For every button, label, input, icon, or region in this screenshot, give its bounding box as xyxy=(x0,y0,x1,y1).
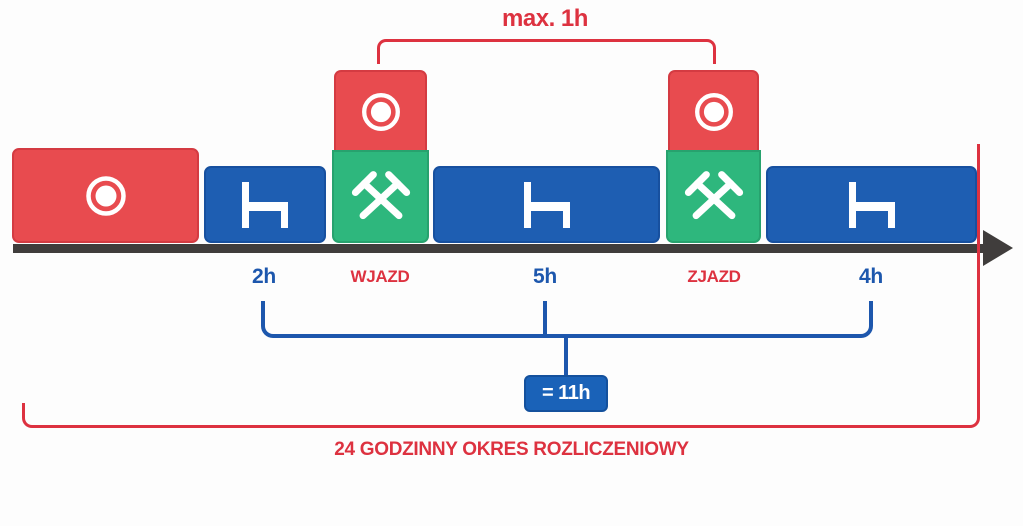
tachograph-icon xyxy=(85,175,126,216)
sum-bracket-mid-tick xyxy=(543,301,547,338)
max-1h-bracket xyxy=(377,39,716,64)
tachograph-icon xyxy=(694,92,733,131)
sum-total-badge: = 11h xyxy=(524,375,608,412)
bed-icon xyxy=(848,181,895,228)
period-end-line xyxy=(977,144,980,412)
duration-label-4h: 4h xyxy=(859,265,883,288)
driving-block-stacked-zjazd xyxy=(668,70,759,151)
sum-bracket-drop-line xyxy=(564,336,568,377)
driving-block xyxy=(12,148,199,243)
crossed-hammers-icon xyxy=(684,170,743,219)
period-bracket xyxy=(22,403,980,428)
timeline-arrowhead-icon xyxy=(983,230,1013,266)
bed-icon xyxy=(523,181,570,228)
duration-label-2h: 2h xyxy=(252,265,276,288)
bed-icon xyxy=(242,181,288,228)
sum-bracket xyxy=(261,301,873,338)
mine-exit-block xyxy=(666,150,761,243)
rest-block-2h xyxy=(204,166,326,243)
period-caption: 24 GODZINNY OKRES ROZLICZENIOWY xyxy=(334,439,689,460)
mine-entry-block xyxy=(332,150,429,243)
wjazd-label: WJAZD xyxy=(350,267,410,286)
duration-label-5h: 5h xyxy=(533,265,557,288)
max-1h-label: max. 1h xyxy=(502,5,588,32)
zjazd-label: ZJAZD xyxy=(687,267,741,286)
driving-block-stacked-wjazd xyxy=(334,70,427,151)
rest-block-5h xyxy=(433,166,660,243)
rest-block-4h xyxy=(766,166,977,243)
crossed-hammers-icon xyxy=(351,170,410,219)
tachograph-icon xyxy=(361,92,400,131)
timeline-axis-bar xyxy=(13,244,985,253)
